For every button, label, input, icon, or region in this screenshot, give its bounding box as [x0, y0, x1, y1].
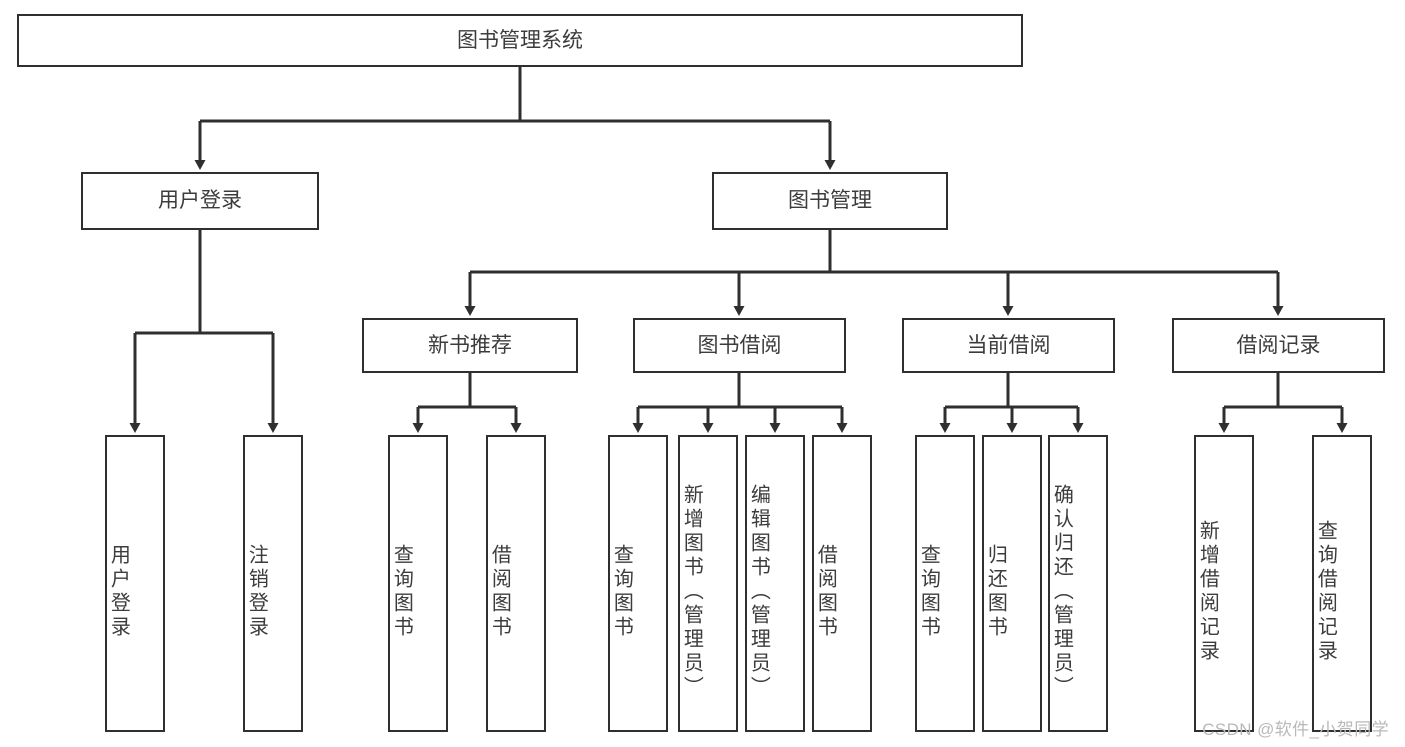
node-leaf-query-record-label: 查询借阅记录	[1314, 519, 1337, 664]
node-leaf-borrow-book-rec-label: 借阅图书	[488, 543, 511, 640]
node-leaf-borrow-book-rec[interactable]: 借阅图书	[486, 435, 546, 732]
node-book-manage-label: 图书管理	[788, 189, 872, 213]
node-current-borrow-label: 当前借阅	[966, 333, 1051, 357]
node-new-book-recommend-label: 新书推荐	[428, 333, 512, 357]
node-book-borrow-label: 图书借阅	[697, 333, 782, 357]
node-leaf-edit-book[interactable]: 编辑图书（管理员）	[745, 435, 805, 732]
node-leaf-query-book-borrow[interactable]: 查询图书	[608, 435, 668, 732]
node-leaf-return-book[interactable]: 归还图书	[982, 435, 1042, 732]
node-leaf-query-book-cur[interactable]: 查询图书	[915, 435, 975, 732]
node-current-borrow[interactable]: 当前借阅	[902, 318, 1115, 373]
node-root[interactable]: 图书管理系统	[17, 14, 1023, 67]
node-user-login[interactable]: 用户登录	[81, 172, 319, 230]
node-leaf-return-book-label: 归还图书	[984, 543, 1007, 640]
node-leaf-query-book-borrow-label: 查询图书	[610, 543, 633, 640]
node-leaf-query-book-rec-label: 查询图书	[390, 543, 413, 640]
node-leaf-query-record[interactable]: 查询借阅记录	[1312, 435, 1372, 732]
node-leaf-borrow-book[interactable]: 借阅图书	[812, 435, 872, 732]
node-root-label: 图书管理系统	[457, 28, 583, 52]
node-leaf-query-book-rec[interactable]: 查询图书	[388, 435, 448, 732]
node-leaf-add-book[interactable]: 新增图书（管理员）	[678, 435, 738, 732]
node-leaf-add-record-label: 新增借阅记录	[1196, 519, 1219, 664]
node-borrow-record[interactable]: 借阅记录	[1172, 318, 1385, 373]
node-leaf-logout-label: 注销登录	[245, 543, 268, 640]
node-leaf-user-login-label: 用户登录	[107, 543, 130, 640]
node-leaf-add-book-label: 新增图书（管理员）	[680, 483, 703, 700]
node-user-login-label: 用户登录	[158, 189, 242, 213]
node-new-book-recommend[interactable]: 新书推荐	[362, 318, 578, 373]
node-leaf-query-book-cur-label: 查询图书	[917, 543, 940, 640]
node-leaf-user-login[interactable]: 用户登录	[105, 435, 165, 732]
node-borrow-record-label: 借阅记录	[1236, 333, 1321, 357]
node-leaf-confirm-return-label: 确认归还（管理员）	[1050, 483, 1073, 700]
node-leaf-borrow-book-label: 借阅图书	[814, 543, 837, 640]
node-leaf-logout[interactable]: 注销登录	[243, 435, 303, 732]
node-book-manage[interactable]: 图书管理	[712, 172, 948, 230]
node-leaf-confirm-return[interactable]: 确认归还（管理员）	[1048, 435, 1108, 732]
node-leaf-add-record[interactable]: 新增借阅记录	[1194, 435, 1254, 732]
node-book-borrow[interactable]: 图书借阅	[633, 318, 846, 373]
node-leaf-edit-book-label: 编辑图书（管理员）	[747, 483, 770, 700]
